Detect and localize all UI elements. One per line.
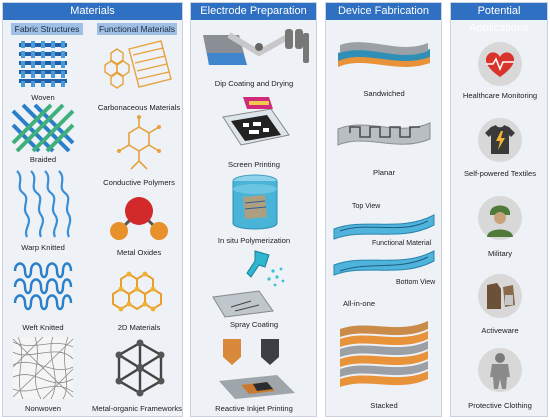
- protective-clothing-icon: [478, 348, 522, 392]
- planar-device-icon: [337, 122, 431, 146]
- label-healthcare-monitoring: Healthcare Monitoring: [462, 91, 538, 100]
- label-mof: Metal-organic Frameworks: [92, 404, 182, 413]
- label-self-powered-textiles: Self-powered Textiles: [463, 169, 537, 178]
- label-warp-knitted: Warp Knitted: [21, 243, 65, 252]
- applications-panel: Potential Applications Healthcare Monito…: [450, 2, 548, 417]
- 2d-materials-icon: [112, 271, 162, 312]
- applications-header: Potential Applications: [451, 3, 547, 34]
- metal-oxides-icon: [110, 197, 168, 240]
- materials-panel: Materials Fabric Structures Functional M…: [2, 2, 183, 417]
- in-situ-polymerization-icon: [232, 174, 278, 230]
- label-braided: Braided: [29, 155, 57, 164]
- electrode-header: Electrode Preparation: [191, 3, 316, 20]
- label-spray-coating: Spray Coating: [229, 320, 279, 329]
- label-protective-clothing: Protective Clothing: [468, 401, 532, 410]
- screen-printing-icon: [222, 97, 290, 146]
- annotation-bottom-view: Bottom View: [396, 279, 436, 286]
- sandwiched-device-icon: [338, 42, 430, 67]
- materials-header: Materials: [3, 3, 182, 20]
- military-soldier-icon: [478, 196, 522, 240]
- self-powered-tshirt-icon: [478, 118, 522, 162]
- label-activeware: Activeware: [481, 326, 519, 335]
- label-nonwoven: Nonwoven: [25, 404, 61, 413]
- label-weft-knitted: Weft Knitted: [22, 323, 64, 332]
- conductive-polymers-icon: [117, 115, 161, 170]
- carbonaceous-materials-icon: [104, 40, 172, 89]
- nonwoven-fabric-icon: [12, 336, 74, 400]
- label-reactive-inkjet-printing: Reactive Inkjet Printing: [215, 404, 293, 413]
- label-dip-coating: Dip Coating and Drying: [214, 79, 294, 88]
- label-military: Military: [487, 249, 513, 258]
- label-planar: Planar: [373, 168, 395, 177]
- label-woven: Woven: [31, 93, 55, 102]
- spray-coating-icon: [212, 250, 285, 318]
- annotation-top-view: Top View: [352, 203, 381, 210]
- device-panel: Device Fabrication Sandwiched Planar Top…: [325, 2, 442, 417]
- device-header: Device Fabrication: [326, 3, 441, 20]
- label-screen-printing: Screen Printing: [228, 160, 280, 169]
- label-in-situ-polymerization: In situ Polymerization: [217, 236, 291, 245]
- fabric-structures-header: Fabric Structures: [11, 23, 83, 35]
- label-carbonaceous: Carbonaceous Materials: [97, 103, 181, 112]
- activeware-clothing-icon: [478, 274, 522, 318]
- electrode-panel: Electrode Preparation Dip Coating and Dr…: [190, 2, 317, 417]
- dip-coating-icon: [203, 29, 309, 65]
- reactive-inkjet-printing-icon: [219, 339, 295, 399]
- functional-materials-header: Functional Materials: [97, 23, 177, 35]
- braided-fabric-icon: [11, 103, 75, 153]
- woven-fabric-icon: [19, 41, 67, 87]
- label-conductive-polymers: Conductive Polymers: [103, 178, 175, 187]
- annotation-functional-material: Functional Material: [372, 240, 432, 247]
- label-sandwiched: Sandwiched: [363, 89, 405, 98]
- metal-organic-frameworks-icon: [115, 339, 165, 397]
- healthcare-heart-icon: [478, 42, 522, 86]
- label-metal-oxides: Metal Oxides: [116, 248, 162, 257]
- label-2d-materials: 2D Materials: [117, 323, 161, 332]
- label-stacked: Stacked: [370, 401, 398, 410]
- warp-knitted-fabric-icon: [16, 170, 72, 238]
- stacked-device-icon: [340, 321, 428, 387]
- all-in-one-device-icon: [333, 214, 435, 276]
- weft-knitted-fabric-icon: [13, 262, 73, 311]
- label-all-in-one: All-in-one: [342, 299, 376, 308]
